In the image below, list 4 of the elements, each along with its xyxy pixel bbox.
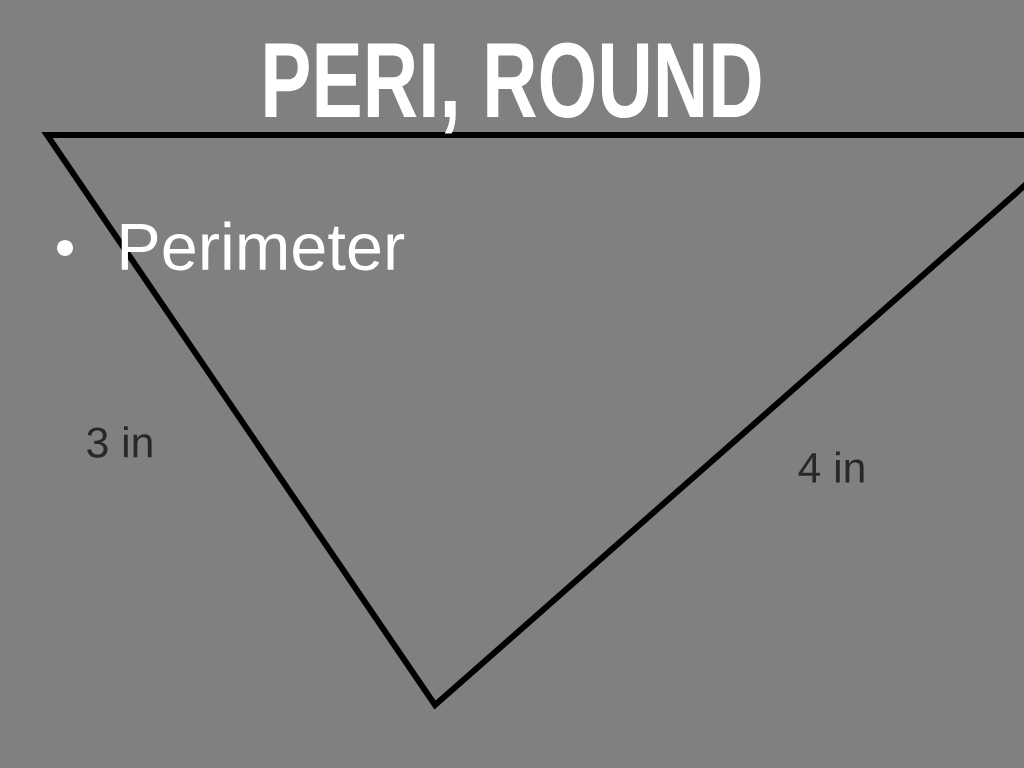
dimension-label: 3 in [87, 426, 152, 458]
dimension-label: 4 in [798, 451, 864, 483]
bullet-text: Perimeter [121, 221, 405, 271]
title: PERI, ROUND [265, 42, 761, 134]
